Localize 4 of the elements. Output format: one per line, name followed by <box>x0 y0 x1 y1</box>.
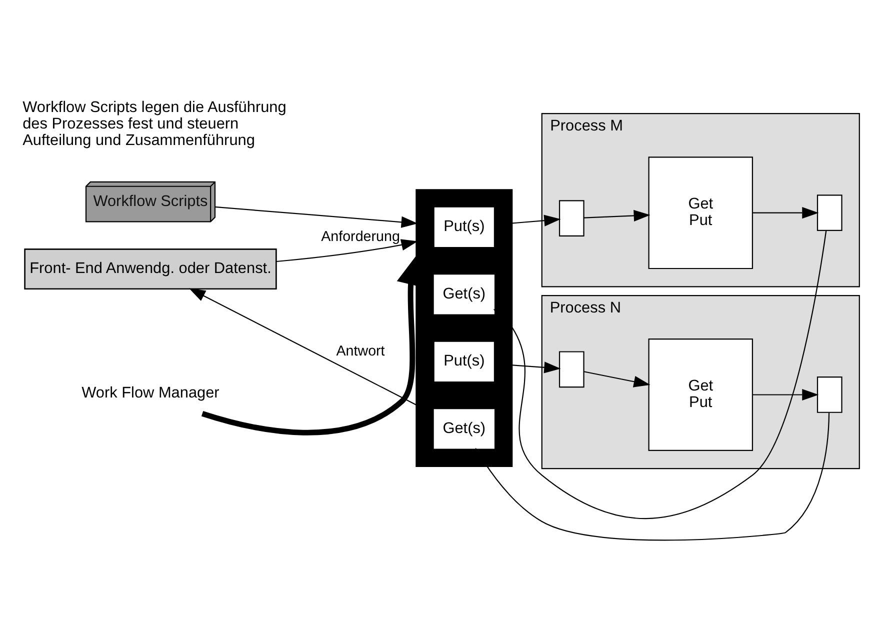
edge-label: Anforderung <box>320 228 400 244</box>
edge-label: Antwort <box>336 342 384 359</box>
label: Workflow Scripts legen die Ausführung des Prozesses fest und steuern Aufteilung und Zusammenführung <box>22 98 286 149</box>
node-text: Work Flow Manager <box>81 384 219 402</box>
